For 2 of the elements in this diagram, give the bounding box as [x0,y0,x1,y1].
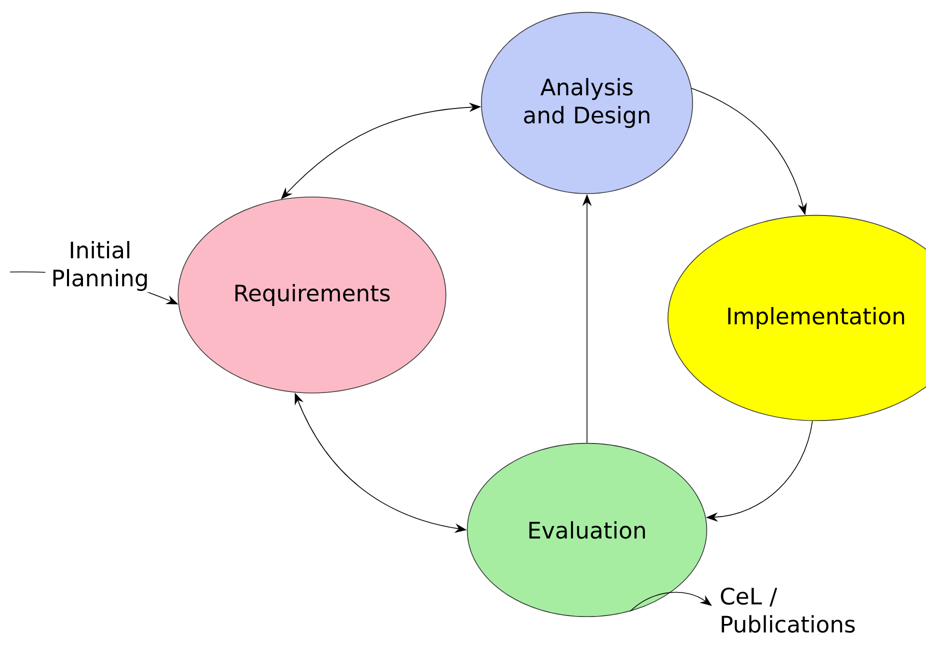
edge-label: Initial Planning [45,240,155,292]
edge-label: CeL / Publications [720,588,855,633]
